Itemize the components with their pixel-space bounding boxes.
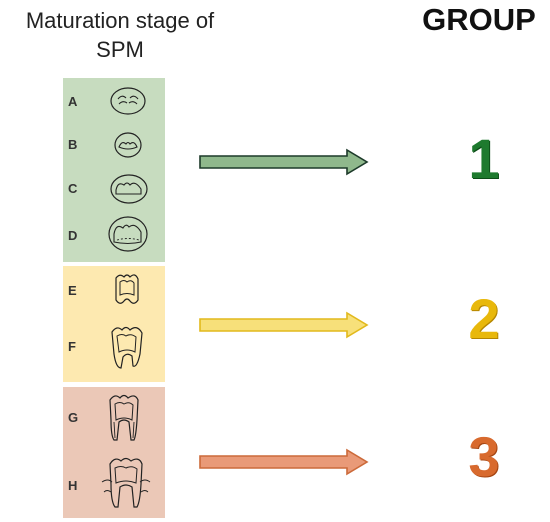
group-number-2: 2 [468, 287, 500, 350]
stage-label-b: B [68, 137, 78, 152]
tooth-stage-b-icon [114, 132, 142, 158]
stage-label-c: C [68, 181, 78, 196]
tooth-stage-c-icon [110, 174, 148, 204]
stage-label-a: A [68, 94, 78, 109]
tooth-stage-e-icon [115, 274, 139, 304]
title-line-2: SPM [96, 37, 144, 62]
tooth-stage-f-icon [111, 326, 143, 369]
group-3-panel [63, 387, 165, 518]
tooth-stage-a-icon [110, 87, 146, 115]
tooth-stage-d-icon [108, 216, 148, 252]
group-2-panel [63, 266, 165, 382]
stage-label-e: E [68, 283, 77, 298]
group-number-1: 1 [468, 127, 500, 190]
tooth-stage-g-icon [109, 394, 139, 441]
stage-label-f: F [68, 339, 76, 354]
maturation-stage-title: Maturation stage of SPM [0, 6, 240, 64]
title-line-1: Maturation stage of [25, 8, 215, 33]
stage-label-g: G [68, 410, 79, 425]
group-number-3: 3 [468, 425, 500, 488]
group-title: GROUP [422, 2, 536, 37]
arrow-group-2 [199, 311, 369, 339]
arrow-group-3 [199, 448, 369, 476]
stage-label-h: H [68, 478, 78, 493]
arrow-group-1 [199, 148, 369, 176]
stage-label-d: D [68, 228, 78, 243]
tooth-stage-h-icon [101, 457, 151, 508]
